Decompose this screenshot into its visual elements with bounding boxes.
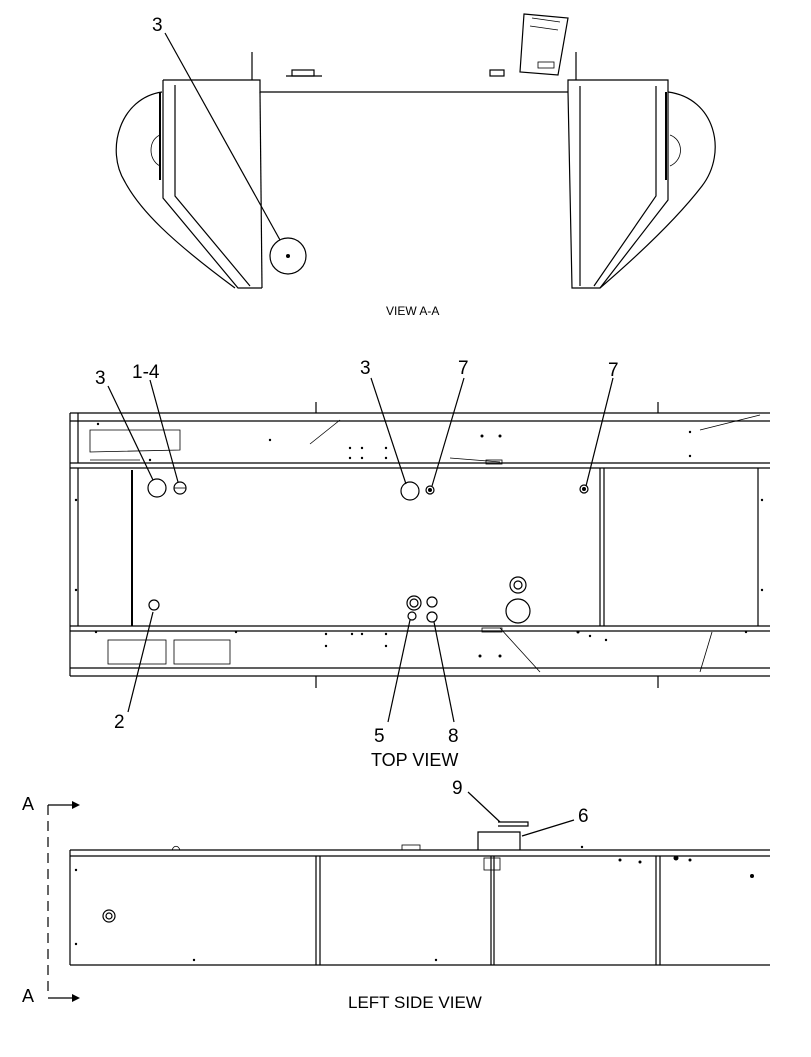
section-marker-top: A — [22, 794, 34, 814]
left-side-view: 9 6 LEFT SIDE VIEW — [69, 778, 770, 1012]
callout-top-8: 8 — [448, 726, 459, 747]
section-marker-bottom: A — [22, 986, 34, 1006]
callout-top-3b: 3 — [360, 358, 371, 379]
left-side-view-caption: LEFT SIDE VIEW — [348, 993, 482, 1012]
top-view: 3 1-4 3 7 7 2 5 8 TOP VIEW — [69, 358, 770, 770]
section-view-caption: VIEW A-A — [386, 304, 439, 318]
top-view-caption: TOP VIEW — [371, 750, 458, 770]
callout-top-3a: 3 — [95, 368, 106, 389]
callout-section-3: 3 — [152, 15, 163, 36]
callout-left-9: 9 — [452, 778, 463, 799]
view-a-a: 3 VIEW A-A — [115, 13, 716, 318]
callout-top-1-4: 1-4 — [132, 362, 160, 383]
section-markers: A A — [22, 794, 80, 1006]
callout-left-6: 6 — [578, 806, 589, 827]
callout-top-2: 2 — [114, 712, 125, 733]
callout-top-7b: 7 — [608, 360, 619, 381]
callout-top-7a: 7 — [458, 358, 469, 379]
callout-top-5: 5 — [374, 726, 385, 747]
